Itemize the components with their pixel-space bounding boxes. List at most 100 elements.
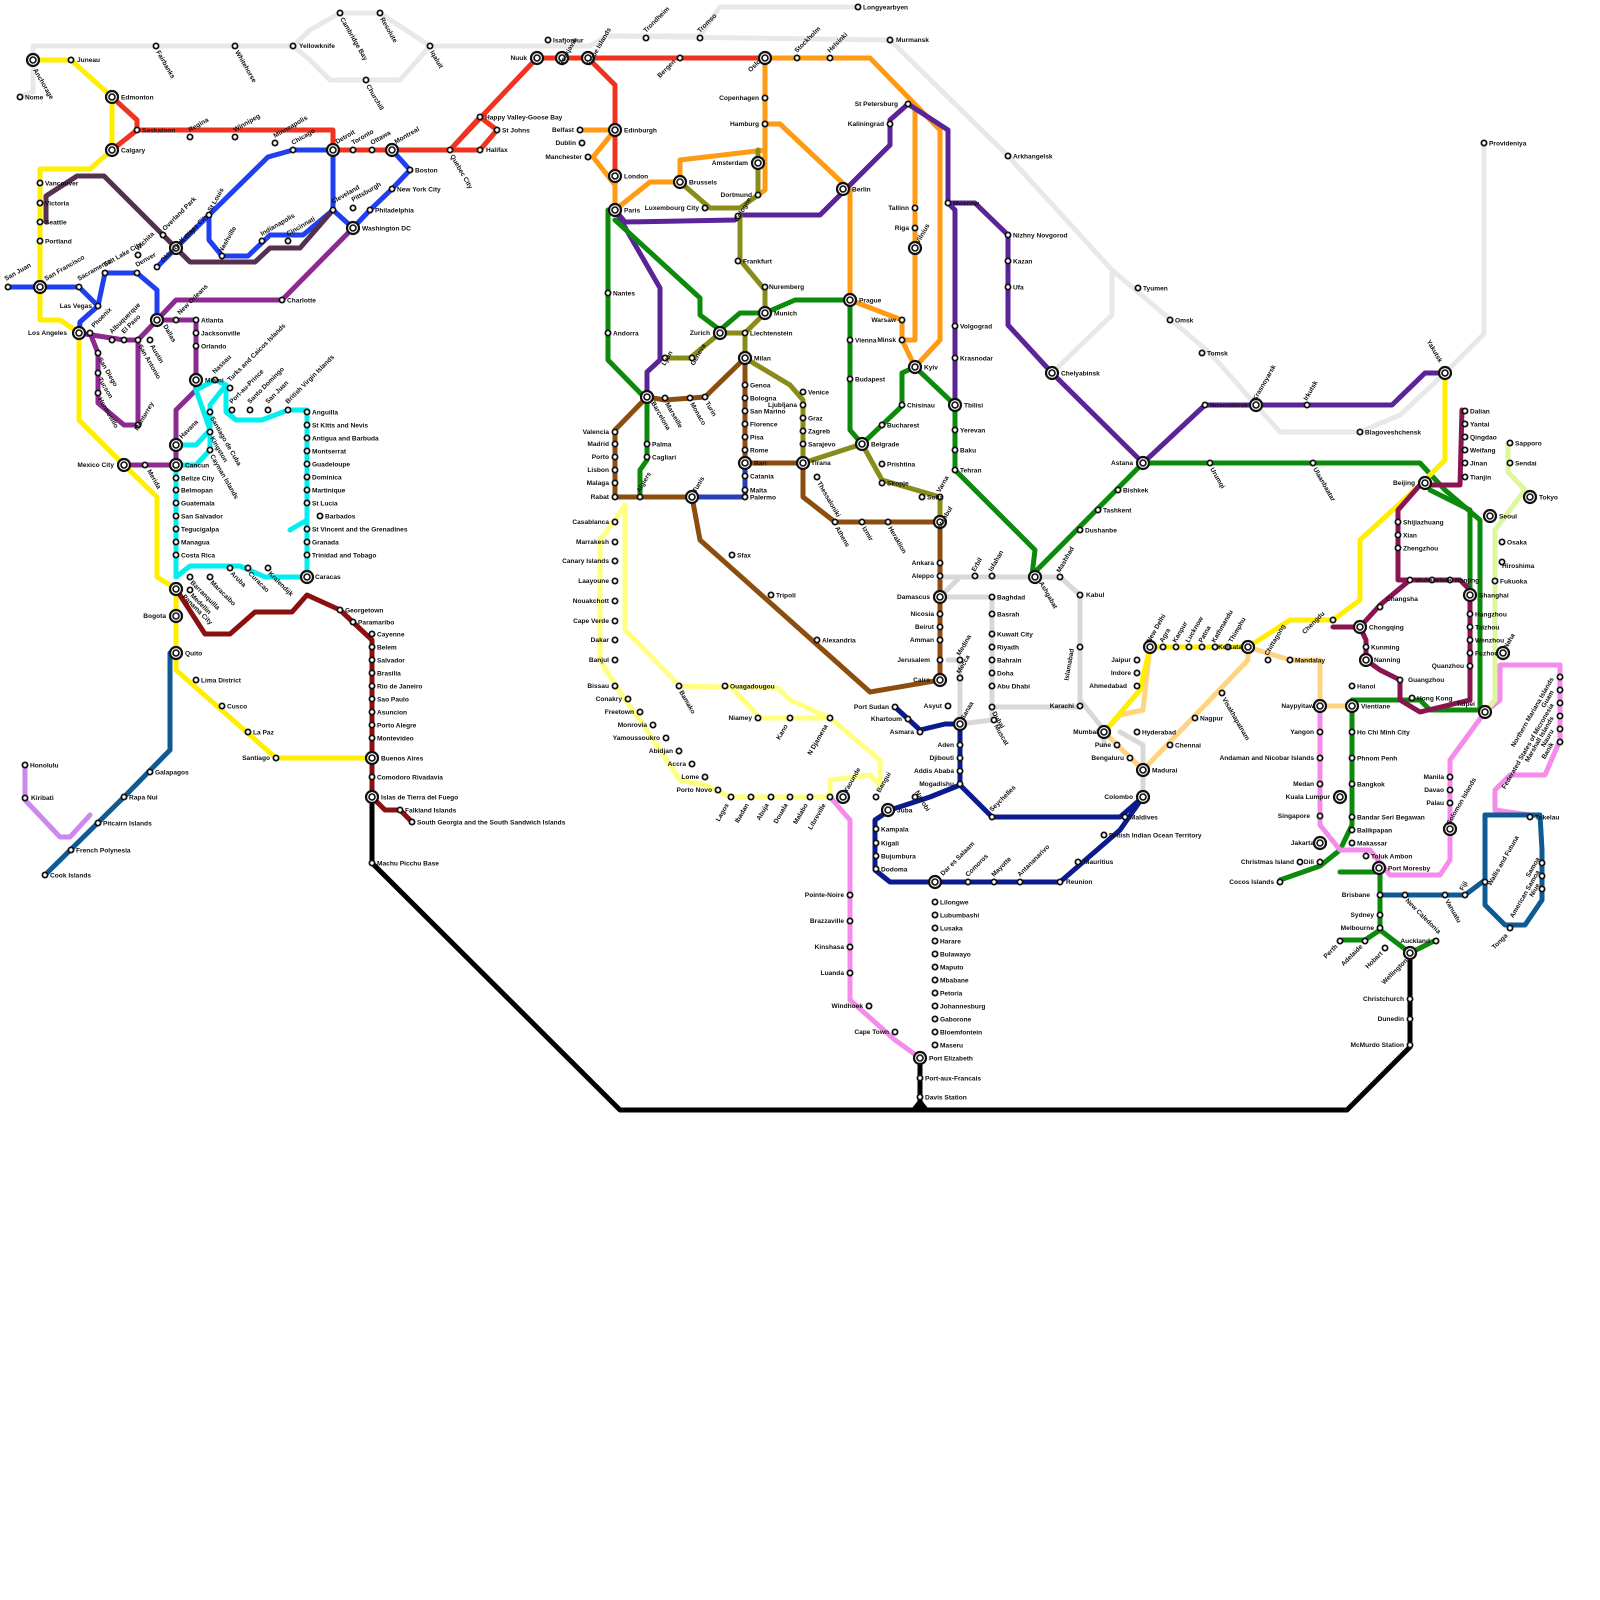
station[interactable]	[1349, 840, 1354, 845]
station[interactable]	[612, 519, 617, 524]
station[interactable]	[1557, 700, 1562, 705]
station[interactable]	[22, 795, 27, 800]
station[interactable]	[577, 127, 582, 132]
station[interactable]	[1199, 350, 1204, 355]
station[interactable]	[1349, 729, 1354, 734]
station[interactable]	[847, 337, 852, 342]
station[interactable]	[229, 407, 234, 412]
station[interactable]	[1462, 892, 1467, 897]
station[interactable]	[285, 407, 290, 412]
station[interactable]	[748, 794, 753, 799]
station[interactable]	[702, 774, 707, 779]
station[interactable]	[68, 57, 73, 62]
station[interactable]	[932, 964, 937, 969]
station[interactable]	[917, 729, 922, 734]
station[interactable]	[866, 1003, 871, 1008]
station[interactable]	[1317, 755, 1322, 760]
station[interactable]	[350, 619, 355, 624]
station[interactable]	[369, 670, 374, 675]
station[interactable]	[735, 258, 740, 263]
station[interactable]	[612, 494, 617, 499]
station[interactable]	[644, 441, 649, 446]
station[interactable]	[317, 513, 322, 518]
station[interactable]	[272, 140, 277, 145]
station[interactable]	[742, 330, 747, 335]
station[interactable]	[637, 494, 642, 499]
station[interactable]	[1122, 814, 1127, 819]
station[interactable]	[807, 794, 812, 799]
station[interactable]	[932, 899, 937, 904]
station[interactable]	[879, 461, 884, 466]
station[interactable]	[95, 820, 100, 825]
station[interactable]	[1481, 140, 1486, 145]
station[interactable]	[1167, 742, 1172, 747]
station[interactable]	[37, 238, 42, 243]
station[interactable]	[95, 303, 100, 308]
station[interactable]	[1057, 879, 1062, 884]
station[interactable]	[1134, 670, 1139, 675]
station[interactable]	[912, 225, 917, 230]
station[interactable]	[847, 970, 852, 975]
station[interactable]	[585, 154, 590, 159]
station[interactable]	[952, 447, 957, 452]
station[interactable]	[1115, 487, 1120, 492]
station[interactable]	[676, 683, 681, 688]
station[interactable]	[989, 704, 994, 709]
station[interactable]	[377, 10, 382, 15]
station[interactable]	[612, 637, 617, 642]
station[interactable]	[135, 252, 140, 257]
station[interactable]	[1317, 729, 1322, 734]
station[interactable]	[259, 238, 264, 243]
station[interactable]	[687, 395, 692, 400]
station[interactable]	[477, 114, 482, 119]
station[interactable]	[952, 467, 957, 472]
station[interactable]	[742, 434, 747, 439]
station[interactable]	[369, 709, 374, 714]
station[interactable]	[873, 853, 878, 858]
station[interactable]	[827, 794, 832, 799]
station[interactable]	[160, 232, 165, 237]
station[interactable]	[697, 35, 702, 40]
station[interactable]	[247, 407, 252, 412]
station[interactable]	[989, 814, 994, 819]
station[interactable]	[612, 429, 617, 434]
station[interactable]	[855, 4, 860, 9]
station[interactable]	[859, 519, 864, 524]
station[interactable]	[989, 670, 994, 675]
station[interactable]	[407, 167, 412, 172]
station[interactable]	[1447, 774, 1452, 779]
station[interactable]	[1462, 447, 1467, 452]
station[interactable]	[1507, 925, 1512, 930]
station[interactable]	[173, 526, 178, 531]
station[interactable]	[1467, 663, 1472, 668]
station[interactable]	[742, 447, 747, 452]
station[interactable]	[991, 879, 996, 884]
station[interactable]	[154, 264, 159, 269]
station[interactable]	[794, 55, 799, 60]
station[interactable]	[147, 769, 152, 774]
station[interactable]	[800, 428, 805, 433]
station[interactable]	[304, 461, 309, 466]
station[interactable]	[350, 205, 355, 210]
station[interactable]	[787, 715, 792, 720]
station[interactable]	[932, 977, 937, 982]
station[interactable]	[965, 879, 970, 884]
station[interactable]	[847, 944, 852, 949]
station[interactable]	[873, 794, 878, 799]
station[interactable]	[290, 147, 295, 152]
station[interactable]	[1447, 800, 1452, 805]
station[interactable]	[800, 389, 805, 394]
station[interactable]	[369, 860, 374, 865]
station[interactable]	[1337, 938, 1342, 943]
station[interactable]	[232, 134, 237, 139]
station[interactable]	[545, 37, 550, 42]
station[interactable]	[42, 872, 47, 877]
station[interactable]	[989, 683, 994, 688]
station[interactable]	[1017, 879, 1022, 884]
station[interactable]	[337, 607, 342, 612]
station[interactable]	[742, 395, 747, 400]
station[interactable]	[409, 819, 414, 824]
station[interactable]	[1395, 545, 1400, 550]
station[interactable]	[121, 794, 126, 799]
station[interactable]	[1433, 938, 1438, 943]
